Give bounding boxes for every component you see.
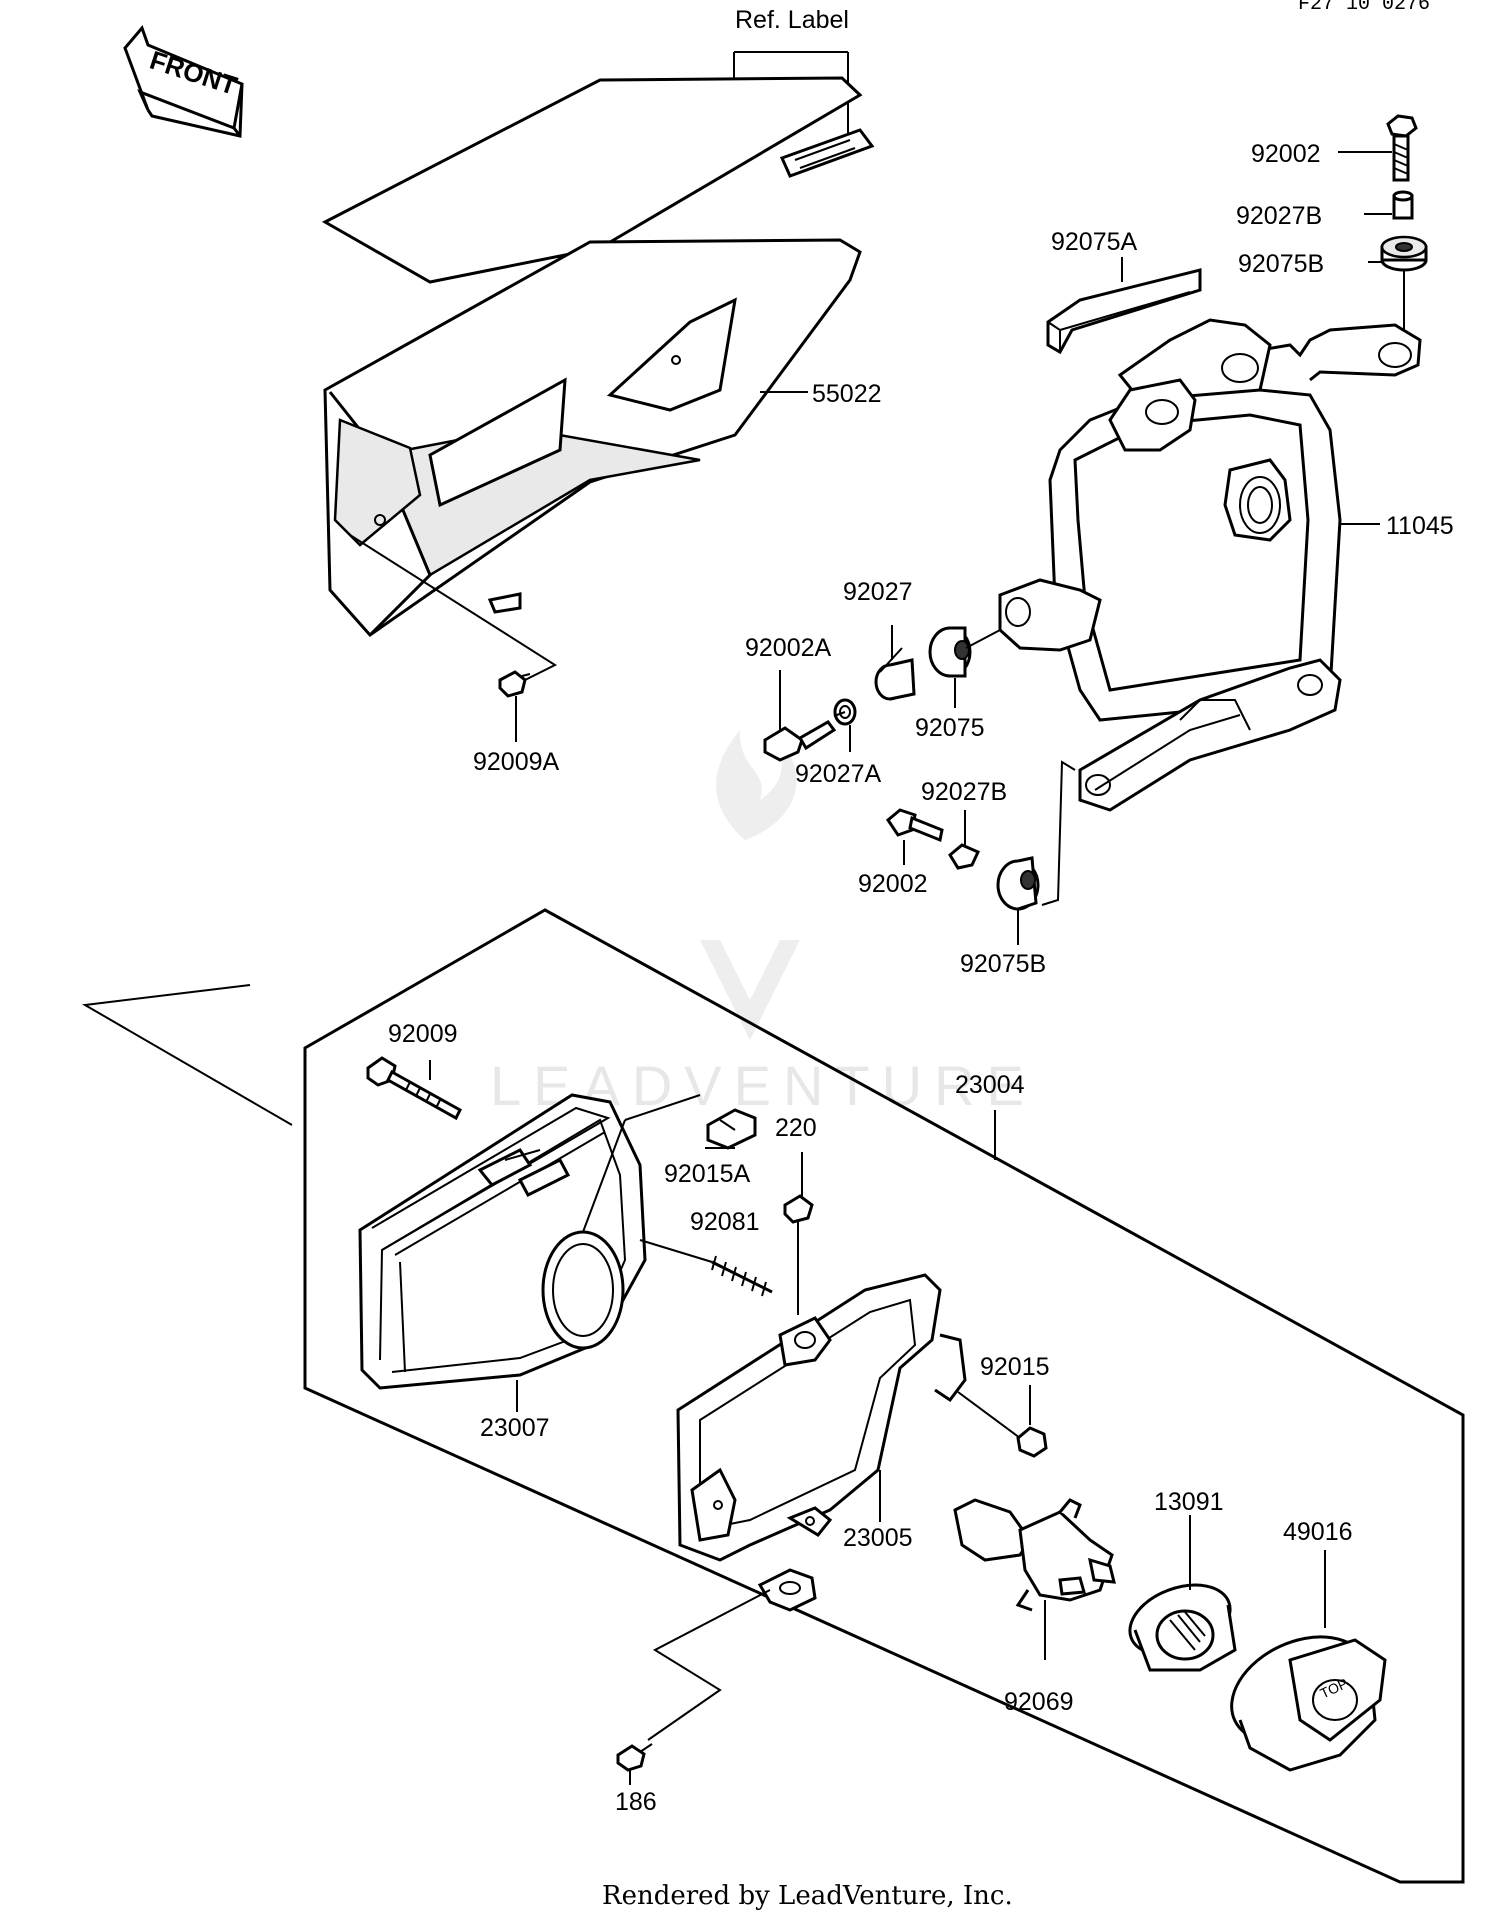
screw-220 xyxy=(783,1194,814,1240)
leader-92009A-1 xyxy=(349,534,558,681)
label-13091: 13091 xyxy=(1154,1488,1224,1516)
dust-cover-49016: TOP xyxy=(1230,1635,1387,1772)
label-92075B-bot: 92075B xyxy=(960,950,1046,978)
collar-92027B-mid xyxy=(948,843,981,870)
ref-label-sticker xyxy=(779,128,875,178)
bulb-92069 xyxy=(953,1498,1116,1612)
leader-center-stack xyxy=(833,629,1001,717)
ref-label-title: Ref. Label xyxy=(735,6,849,34)
leadventure-watermark: LEADVENTURE xyxy=(490,730,1024,1117)
diagram-code: F27 10 0276 xyxy=(1298,0,1430,16)
leader-220 xyxy=(797,1152,803,1315)
bolt-92002-top xyxy=(1386,114,1418,182)
label-92027B-top: 92027B xyxy=(1236,202,1322,230)
clip-92015A xyxy=(706,1108,757,1150)
leaders-lower-middle-hardware xyxy=(903,810,1019,945)
label-92002-mid: 92002 xyxy=(858,870,928,898)
label-186: 186 xyxy=(615,1788,657,1816)
label-92015: 92015 xyxy=(980,1353,1050,1381)
label-92009A: 92009A xyxy=(473,748,560,776)
headlight-bracket-11045 xyxy=(998,318,1422,812)
label-92069: 92069 xyxy=(1004,1688,1074,1716)
leaders-92015 xyxy=(957,1385,1031,1439)
bolt-92009 xyxy=(366,1056,462,1121)
footer-credit: Rendered by LeadVenture, Inc. xyxy=(602,1881,1013,1911)
leader-186 xyxy=(647,1589,771,1741)
label-92015A: 92015A xyxy=(664,1160,751,1188)
label-92081: 92081 xyxy=(690,1208,760,1236)
label-23004: 23004 xyxy=(955,1071,1025,1099)
label-92027: 92027 xyxy=(843,578,913,606)
leaders-92015A xyxy=(582,1094,735,1233)
headlight-cover-55022 xyxy=(321,76,863,637)
grommet-92075 xyxy=(928,626,972,678)
headlight-assembly-23004-outline xyxy=(303,908,1465,1884)
leaders-middle-hardware xyxy=(779,625,956,752)
sealed-beam-unit-23007 xyxy=(358,1093,647,1390)
label-92027B-mid: 92027B xyxy=(921,778,1007,806)
label-92009: 92009 xyxy=(388,1020,458,1048)
grommet-92075B-top xyxy=(1380,235,1428,272)
pad-92075A xyxy=(1046,268,1202,355)
label-23007: 23007 xyxy=(480,1414,550,1442)
label-92002-top: 92002 xyxy=(1251,140,1321,168)
label-220: 220 xyxy=(775,1114,817,1142)
label-92075A: 92075A xyxy=(1051,228,1138,256)
collar-92027 xyxy=(874,658,916,701)
screw-186 xyxy=(616,1743,653,1772)
leader-92081 xyxy=(639,1239,713,1263)
grommet-92075B-bot xyxy=(996,856,1040,911)
leaders-top-right-hardware xyxy=(1338,151,1405,330)
label-92075B-top: 92075B xyxy=(1238,250,1324,278)
label-23005: 23005 xyxy=(843,1524,913,1552)
bolt-92002A xyxy=(763,720,837,762)
bolt-92002-mid xyxy=(886,808,944,843)
front-arrow: FRONT xyxy=(123,25,244,138)
label-11045: 11045 xyxy=(1386,512,1454,540)
label-92027A: 92027A xyxy=(795,760,882,788)
housing-frame-23005 xyxy=(676,1273,967,1612)
label-55022: 55022 xyxy=(812,380,882,408)
spring-92081 xyxy=(711,1255,773,1297)
label-92002A: 92002A xyxy=(745,634,832,662)
leader-92075B-bracket xyxy=(1041,760,1076,906)
leader-assembly-pointer xyxy=(81,984,293,1126)
socket-13091 xyxy=(1128,1583,1237,1672)
nut-92015 xyxy=(1016,1426,1048,1458)
label-92075: 92075 xyxy=(915,714,985,742)
label-49016: 49016 xyxy=(1283,1518,1353,1546)
screw-92009A xyxy=(498,670,531,698)
collar-92027B-top xyxy=(1392,190,1414,220)
